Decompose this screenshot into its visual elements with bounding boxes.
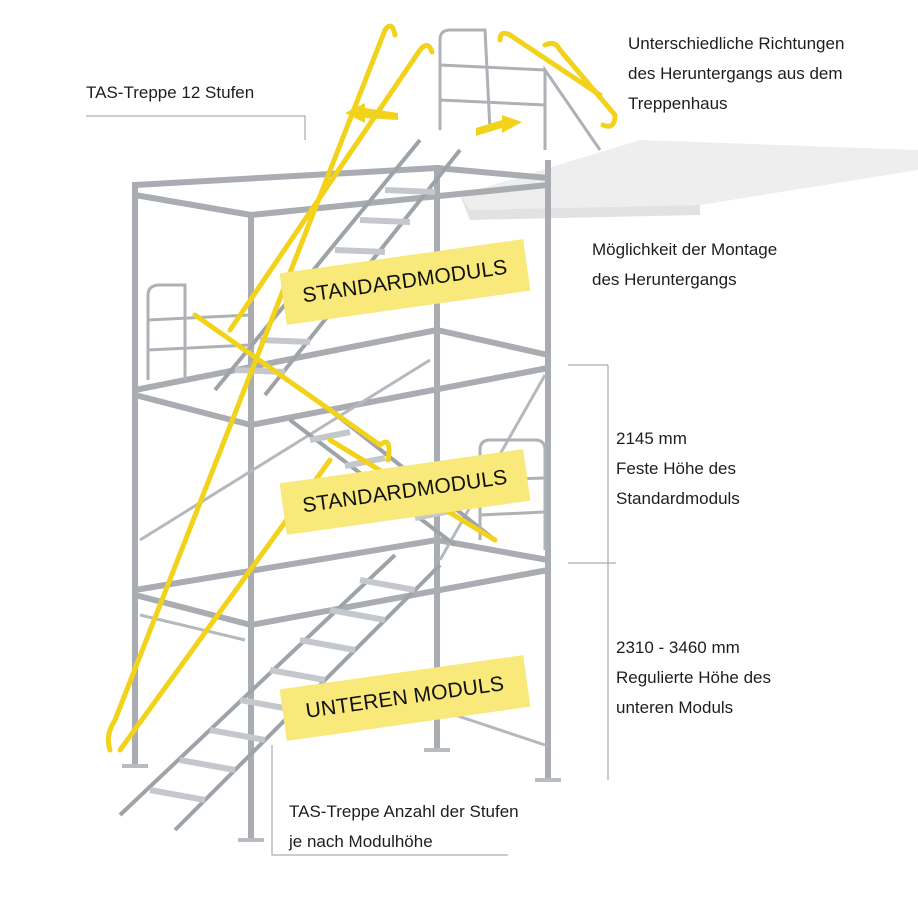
label-line: Standardmoduls <box>616 489 740 508</box>
label-stairs-bottom: TAS-Treppe Anzahl der Stufen je nach Mod… <box>289 797 519 857</box>
arrow-right-icon <box>476 115 522 136</box>
label-stairs-top: TAS-Treppe 12 Stufen <box>86 83 255 102</box>
label-line: Regulierte Höhe des <box>616 668 771 687</box>
arrow-left-icon <box>345 103 398 123</box>
landing-slab <box>460 140 918 210</box>
leader-lines <box>86 115 616 856</box>
guard-rails <box>146 28 602 550</box>
label-line: 2145 mm <box>616 429 687 448</box>
label-line: Möglichkeit der Montage <box>592 240 778 259</box>
label-line: unteren Moduls <box>616 698 734 717</box>
base-plates <box>122 748 561 842</box>
label-directions: Unterschiedliche Richtungen des Herunter… <box>628 29 844 119</box>
label-mounting: Möglichkeit der Montage des Heruntergang… <box>592 235 777 295</box>
label-standard-height: 2145 mm Feste Höhe des Standardmoduls <box>616 424 740 514</box>
label-line: des Heruntergangs <box>592 270 737 289</box>
label-line: 2310 - 3460 mm <box>616 638 740 657</box>
label-line: Unterschiedliche Richtungen <box>628 34 845 53</box>
frame <box>132 160 551 840</box>
label-line: je nach Modulhöhe <box>289 832 433 851</box>
label-line: TAS-Treppe Anzahl der Stufen <box>289 802 519 821</box>
label-line: Feste Höhe des <box>616 459 737 478</box>
label-line: Treppenhaus <box>628 94 728 113</box>
label-lower-height: 2310 - 3460 mm Regulierte Höhe des unter… <box>616 633 771 723</box>
label-line: des Heruntergangs aus dem <box>628 64 843 83</box>
